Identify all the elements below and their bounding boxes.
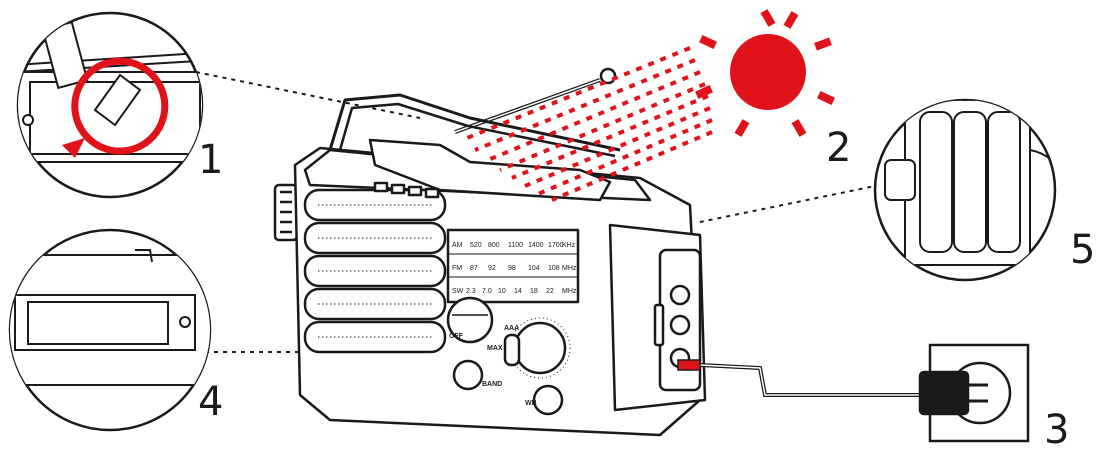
dial-fm-v4: 104 [528,265,540,272]
tuning-knob [513,321,567,375]
step-2-label: 2 [826,125,852,171]
dial-am-v4: 1400 [528,242,544,249]
wall-outlet [918,343,1030,443]
band-switch [503,333,521,367]
usb-cable [677,359,920,397]
rotate-arrow [71,57,169,155]
dial-sw-unit: MHz [562,288,577,295]
battery-2 [953,111,987,253]
antenna-tip [599,67,617,85]
wb-knob [532,384,564,416]
rotate-arrowhead [62,138,85,158]
sun-icon [730,34,806,110]
inset-4 [8,228,212,432]
power-adapter [918,370,970,416]
off-label: OFF [449,333,464,340]
usb-plug [677,359,701,371]
dial-fm-unit: MHz [562,265,577,272]
step-5-label: 5 [1070,227,1096,273]
sun-ray [760,9,776,27]
solar-panel [368,138,612,202]
dial-am-v5: 1700 [548,242,564,249]
step-3-label: 3 [1044,407,1070,453]
dial-sw-v3: 10 [498,288,506,295]
dial-fm-v3: 98 [508,265,516,272]
knob-text: OFF MAX AAA BAND WB [449,325,537,407]
dial-am-v1: 520 [470,242,482,249]
wb-label: WB [525,400,537,407]
dial-sw-v2: 7.0 [482,288,492,295]
dial-am-v3: 1100 [508,242,523,249]
band-knob [452,359,484,391]
volume-knob [446,296,494,344]
leader-lines [195,71,881,353]
inset-5 [873,98,1057,282]
step-1-label: 1 [198,137,224,183]
max-label: MAX [487,345,503,352]
leader-1 [195,71,421,119]
dial-fm-label: FM [452,265,462,272]
dial-sw-v1: 2.3 [466,288,476,295]
dial-fm-v5: 108 [548,265,560,272]
leader-5 [699,184,881,223]
step-4-label: 4 [198,379,224,425]
dial-sw-label: SW [452,288,464,295]
aaa-label: AAA [504,325,519,332]
dial-sw-v6: 22 [546,288,554,295]
dial-sw-v4: 14 [514,288,522,295]
dial-fm-v1: 87 [470,265,478,272]
dial-fm-v2: 92 [488,265,496,272]
tuning-dial [446,228,580,304]
preset-buttons [373,181,440,199]
battery-1 [919,111,953,253]
knobs [446,296,571,416]
dial-sw-v5: 18 [530,288,538,295]
dial-am-unit: KHz [562,242,576,249]
inset-1 [16,11,204,199]
speaker-grille [303,188,447,354]
top-handle [328,93,621,152]
power-button [669,284,691,306]
dial-am-label: AM [452,242,463,249]
sun [695,9,835,137]
band-label: BAND [482,381,502,388]
dial-am-v2: 800 [488,242,500,249]
flash-button [669,314,691,336]
battery-3 [987,111,1021,253]
dial-scale: AM 520 800 1100 1400 1700 KHz FM 87 92 9… [452,242,577,295]
light-beam [461,46,713,202]
